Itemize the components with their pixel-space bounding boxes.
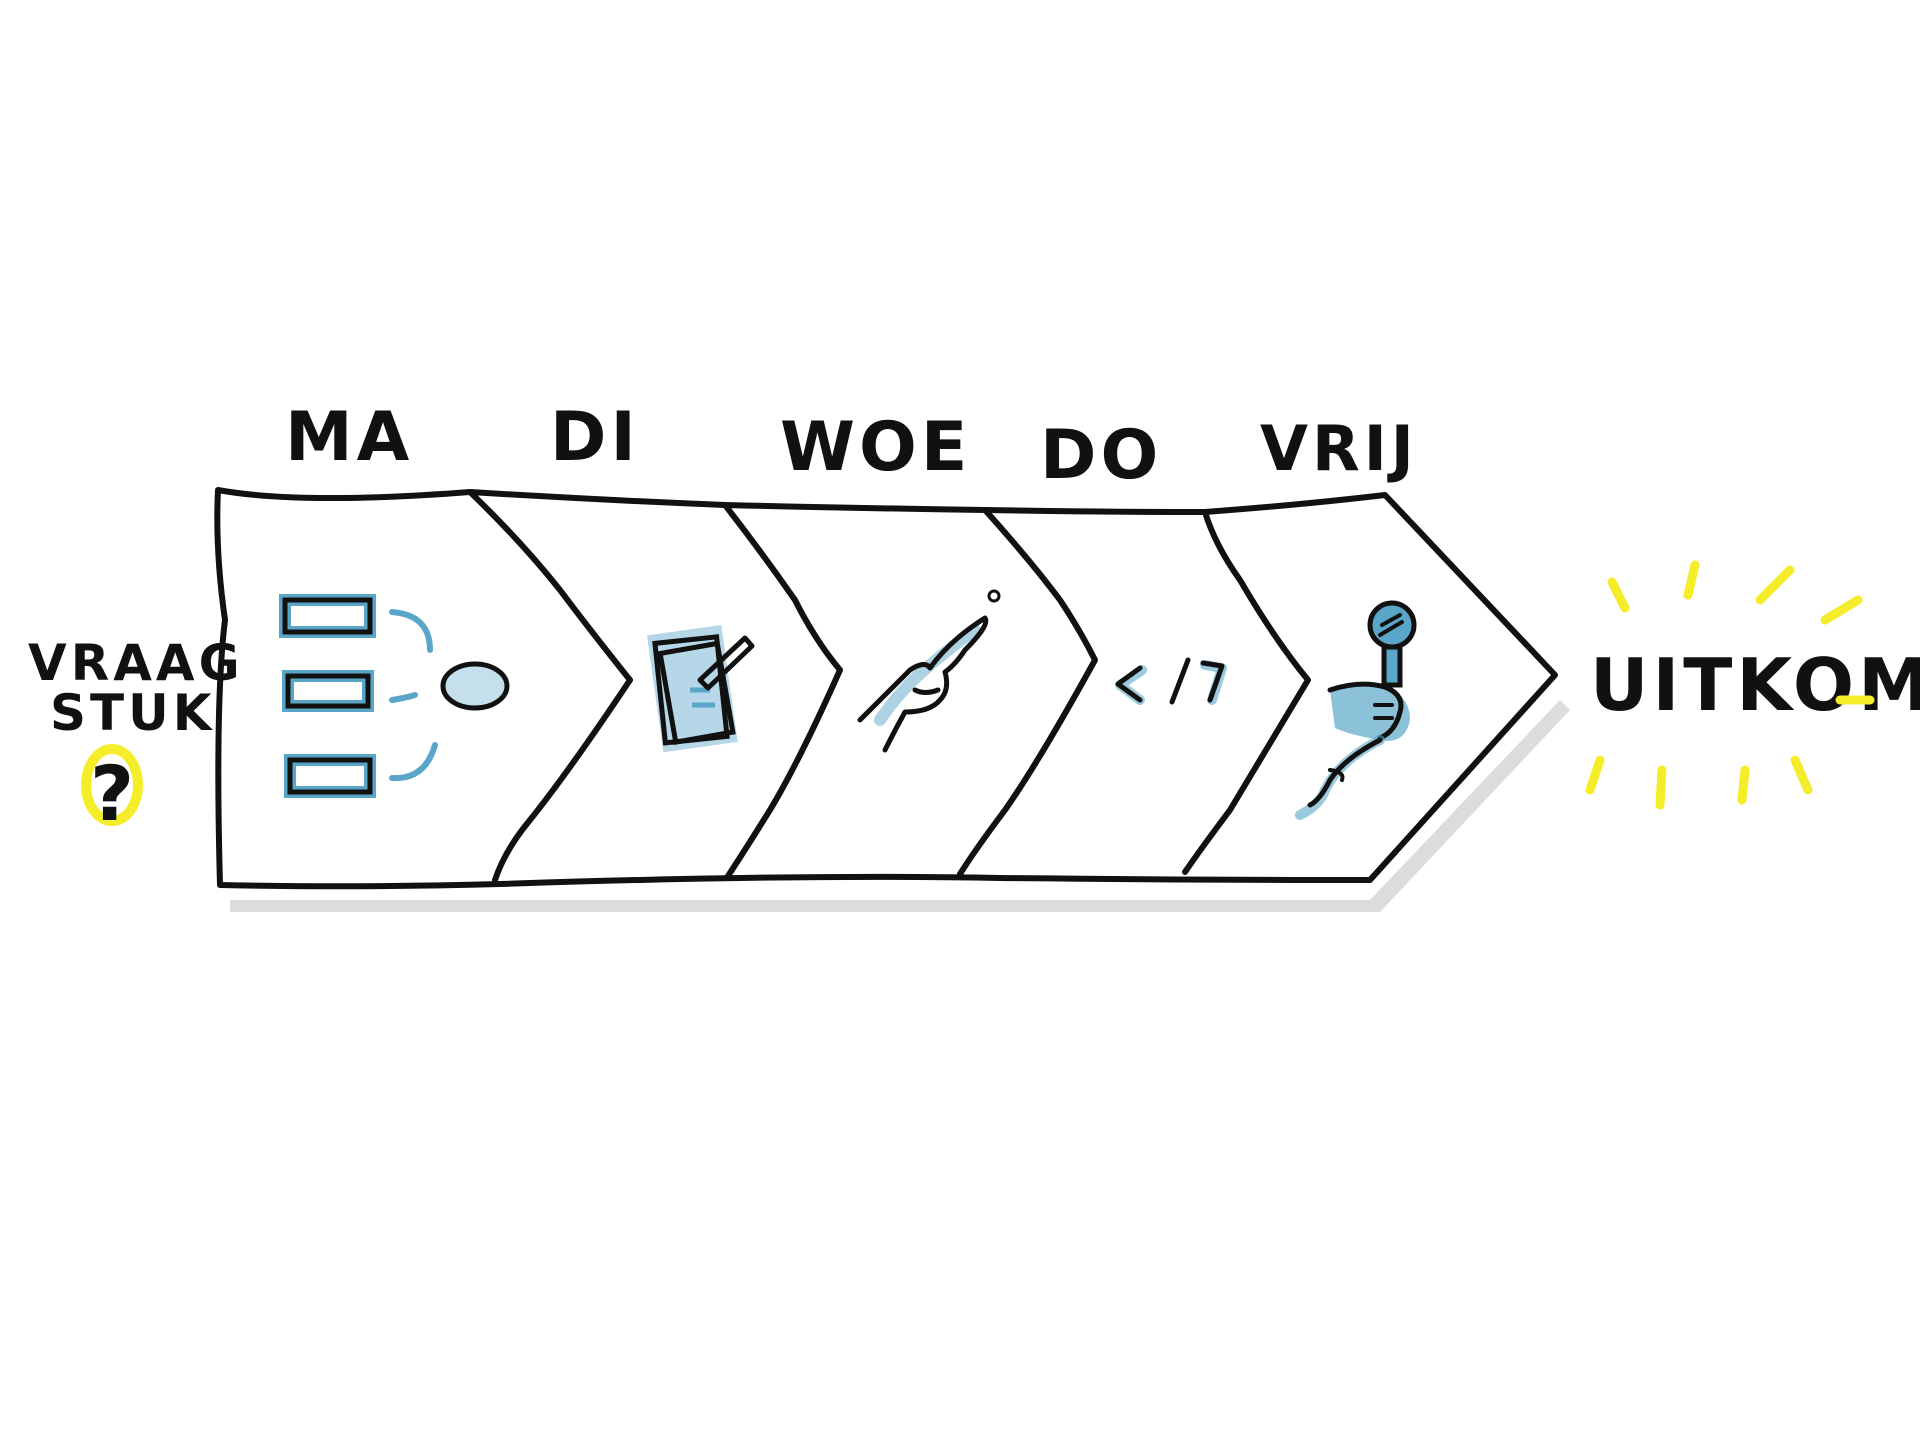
day-label-woe: WOE xyxy=(780,408,971,487)
mindmap-icon xyxy=(279,594,510,798)
day-label-do: DO xyxy=(1040,416,1162,495)
input-label-line2: STUK xyxy=(50,684,215,742)
input-label-line1: VRAAG xyxy=(28,634,244,692)
microphone-icon xyxy=(1295,600,1417,820)
output-sparkles xyxy=(1585,560,1875,810)
day-label-di: DI xyxy=(550,398,640,477)
day-label-vrij: VRIJ xyxy=(1260,412,1418,485)
divider-ma-di xyxy=(467,489,633,883)
output-label: UITKOMST xyxy=(1590,643,1920,727)
divider-di-woe xyxy=(722,502,843,879)
divider-woe-do xyxy=(957,507,1098,877)
pointing-finger-icon xyxy=(857,589,1001,753)
divider-do-vrij xyxy=(1182,509,1311,875)
day-label-ma: MA xyxy=(285,398,413,477)
question-highlight xyxy=(81,744,143,826)
question-mark: ? xyxy=(90,749,138,838)
sketch-notepad-icon xyxy=(646,625,755,753)
code-tag-icon xyxy=(1115,657,1227,705)
sprint-arrow-outline xyxy=(214,487,1558,890)
